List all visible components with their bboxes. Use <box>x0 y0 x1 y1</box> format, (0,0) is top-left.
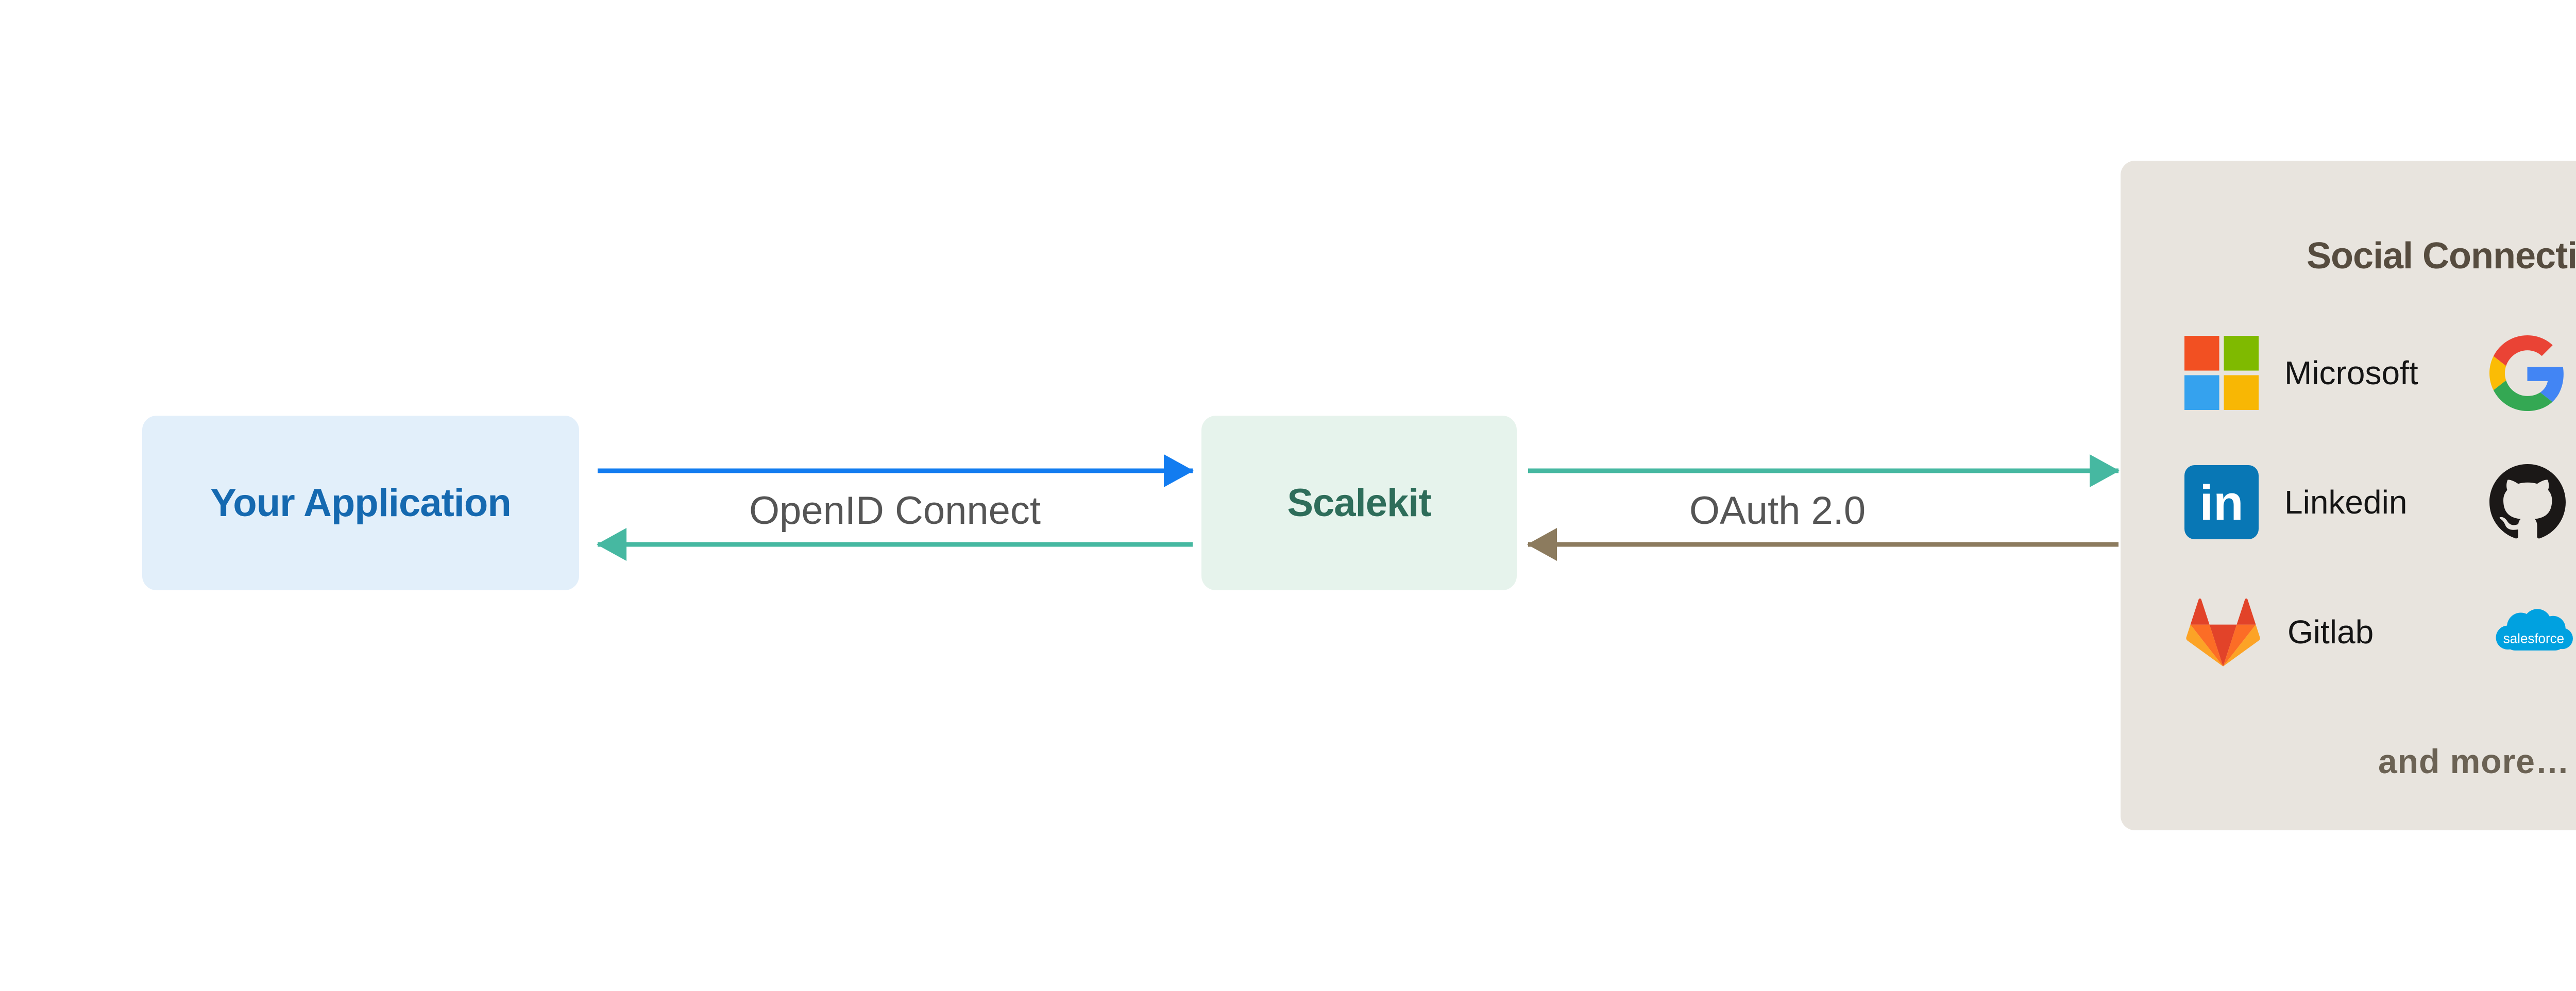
provider-label: Microsoft <box>2284 354 2418 391</box>
arrow-shaft <box>598 468 1193 473</box>
provider-label: Gitlab <box>2287 613 2374 651</box>
provider-salesforce: salesforce Salesforce <box>2489 595 2576 669</box>
arrow-head-left-icon <box>1527 528 1557 561</box>
provider-linkedin: in Linkedin <box>2184 465 2407 539</box>
salesforce-logo-icon: salesforce <box>2496 608 2573 651</box>
arrow-shaft <box>1528 468 2119 473</box>
arrow-head-right-icon <box>1164 454 1194 487</box>
provider-microsoft: Microsoft <box>2184 336 2418 410</box>
openid-connect-label: OpenID Connect <box>749 489 1041 533</box>
provider-label: Linkedin <box>2284 484 2408 521</box>
scalekit-label: Scalekit <box>1287 481 1431 525</box>
gitlab-logo-icon <box>2186 598 2260 667</box>
arrow-scalekit-to-socials <box>1528 454 2120 487</box>
social-connections-panel: Social Connections Microsoft Google <box>2121 161 2576 830</box>
svg-text:in: in <box>2199 475 2243 531</box>
arrow-shaft <box>1528 542 2119 547</box>
arrow-socials-to-scalekit <box>1527 528 2119 561</box>
microsoft-logo-icon <box>2184 336 2259 410</box>
provider-gitlab: Gitlab <box>2184 595 2374 669</box>
arrow-app-to-scalekit <box>598 454 1194 487</box>
social-connections-title: Social Connections <box>2306 235 2576 277</box>
salesforce-cloud-shape <box>2496 608 2573 651</box>
arrow-head-right-icon <box>2090 454 2120 487</box>
arrow-shaft <box>598 542 1193 547</box>
provider-github: Github <box>2489 464 2576 539</box>
svg-text:salesforce: salesforce <box>2503 631 2564 646</box>
scalekit-node: Scalekit <box>1201 416 1517 590</box>
oauth-label: OAuth 2.0 <box>1689 489 1866 533</box>
google-logo-icon <box>2489 335 2564 411</box>
and-more-text: and more… <box>2378 742 2570 780</box>
your-application-label: Your Application <box>210 481 512 525</box>
linkedin-logo-icon: in <box>2184 465 2259 539</box>
your-application-node: Your Application <box>142 416 579 590</box>
provider-google: Google <box>2489 335 2576 411</box>
arrow-scalekit-to-app <box>597 528 1193 561</box>
arrow-head-left-icon <box>597 528 626 561</box>
github-logo-icon <box>2489 464 2566 539</box>
